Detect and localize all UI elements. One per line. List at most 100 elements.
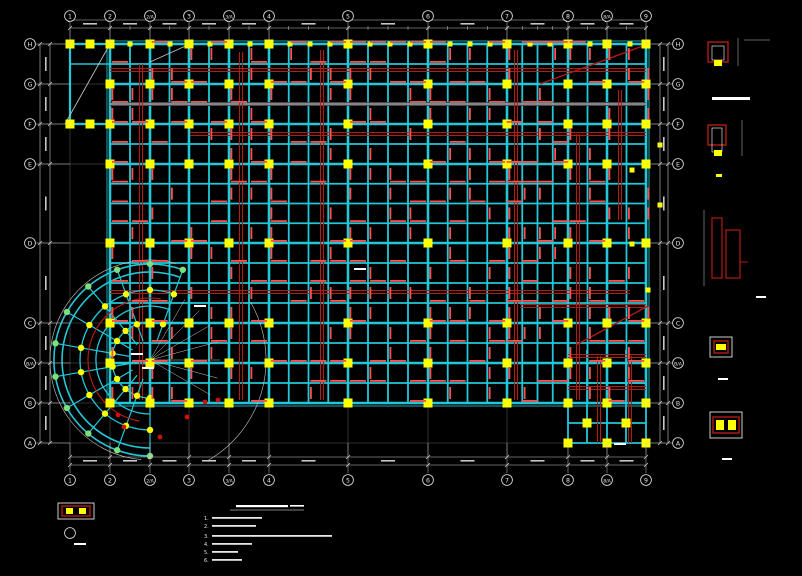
axis-bubble-left-label: B/A (26, 361, 35, 367)
beam-label-mark (210, 327, 213, 339)
beam-label-mark (449, 320, 466, 322)
beam-label-mark (469, 187, 471, 200)
beam-label-mark (506, 300, 523, 302)
beam-label-mark (469, 200, 486, 203)
column (563, 159, 573, 169)
beam-label-mark (539, 327, 541, 339)
beam-label-mark (508, 227, 511, 240)
detail-title-mark (74, 543, 86, 545)
axis-bubble-top-label: 5 (346, 13, 350, 20)
axis-bubble-top-label: 7 (505, 13, 509, 20)
beam-label-mark (210, 247, 213, 259)
curved-dim (207, 301, 267, 461)
beam-label-mark (647, 108, 650, 120)
axis-bubble-right-circle (672, 437, 684, 449)
beam-label-mark (508, 327, 511, 339)
detail-section-6-inner (61, 505, 91, 517)
red-marker (215, 397, 221, 403)
small-column (327, 41, 333, 47)
beam-label-mark (350, 260, 366, 262)
beam-label-mark (569, 41, 586, 43)
beam-label-mark (647, 207, 650, 220)
arc-column (86, 391, 93, 399)
beam-label-mark (449, 220, 466, 223)
red-diagonal (575, 305, 649, 346)
beam-label-mark (469, 360, 486, 362)
column (145, 119, 155, 129)
column (563, 238, 573, 248)
arc-column (101, 303, 109, 310)
small-column (527, 41, 533, 47)
axis-bubble-top: 8/A (601, 10, 613, 22)
beam-label-mark (290, 161, 307, 163)
beam-label-mark (251, 161, 267, 163)
dim-value-mark (45, 416, 47, 430)
dim-value-mark (663, 416, 665, 430)
beam-label-mark (523, 187, 526, 200)
column (105, 79, 115, 89)
small-column (207, 41, 213, 47)
beam-label-mark (410, 81, 426, 83)
detail-section-6 (57, 502, 95, 520)
beam-label-mark (628, 360, 645, 362)
beam-label-mark (171, 400, 188, 402)
beam-label-mark (369, 307, 372, 319)
beam-label-mark (628, 207, 630, 220)
small-column (645, 287, 651, 293)
axis-bubble-left-circle (24, 38, 36, 50)
beam-label-mark (151, 260, 168, 262)
small-column (407, 41, 413, 47)
beam-label-mark (132, 360, 148, 362)
beam-label-mark (488, 148, 491, 160)
column (184, 358, 194, 368)
dim-value-mark (580, 460, 595, 462)
beam-label-mark (569, 267, 572, 279)
beam-label-mark (539, 128, 541, 140)
beam-label-mark (589, 300, 606, 302)
note-number: 5. (204, 550, 209, 556)
axis-bubble-bottom: 2/A (144, 474, 156, 486)
beam-label-mark (569, 220, 586, 223)
column (423, 79, 433, 89)
beam-label-mark (231, 180, 247, 183)
beam-label-mark (410, 101, 426, 103)
beam-label-mark (132, 260, 148, 262)
beam-label-mark (628, 300, 645, 302)
column (563, 119, 573, 129)
axis-bubble-right-label: B (676, 400, 680, 407)
small-column (629, 241, 635, 247)
arc-column (146, 426, 154, 434)
column (224, 238, 234, 248)
beam-label-mark (508, 207, 511, 220)
beam-label-mark (230, 327, 233, 339)
beam-label-mark (628, 320, 645, 322)
beam-label-mark (350, 41, 366, 43)
beam-label-mark (409, 227, 412, 240)
beam-label-mark (350, 121, 366, 123)
axis-bubble-bottom: 3 (183, 474, 195, 486)
axis-bubble-left: C (24, 317, 36, 329)
beam-label-mark (191, 240, 207, 242)
beam-label-mark (231, 101, 247, 103)
dim-value-mark (530, 460, 545, 462)
beam-label-mark (508, 287, 511, 299)
axis-bubble-top: 3/A (223, 10, 235, 22)
axis-bubble-top-label: 8/A (603, 14, 611, 20)
axis-bubble-bottom-label: 9 (644, 477, 648, 484)
beam-label-mark (131, 88, 134, 100)
beam-label-mark (409, 207, 412, 220)
dim-value-mark (663, 97, 665, 111)
beam-label-mark (589, 287, 591, 299)
beam-label-mark (449, 187, 452, 200)
radial-dim (149, 359, 211, 396)
dim-value-mark (45, 336, 47, 350)
radial-dim (149, 324, 211, 361)
beam-label-mark (211, 200, 227, 203)
beam-label-mark (330, 41, 347, 43)
axis-bubble-top-label: 6 (426, 13, 430, 20)
beam-label-mark (112, 280, 128, 282)
beam-label-mark (449, 180, 466, 183)
column (145, 318, 155, 328)
arc-column (77, 368, 85, 376)
